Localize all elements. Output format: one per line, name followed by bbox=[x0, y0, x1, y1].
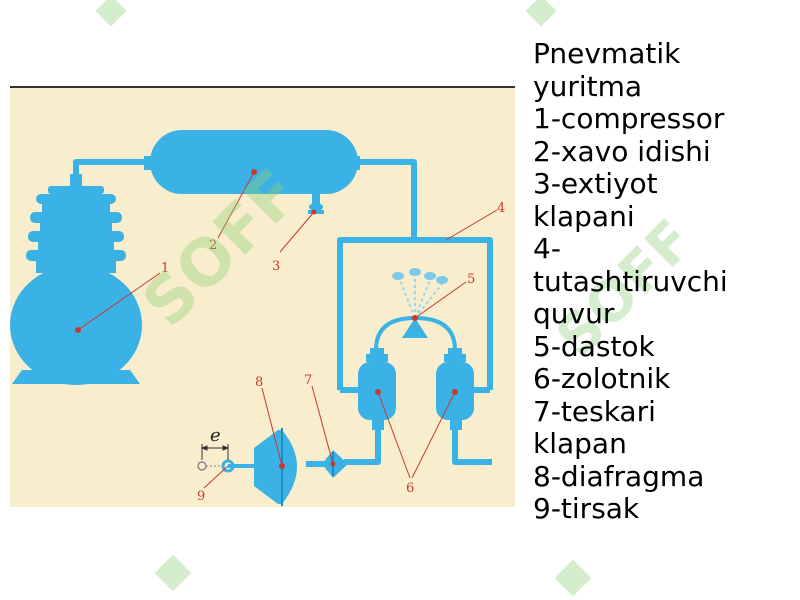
legend-line: 3-extiyot bbox=[533, 167, 658, 200]
legend-line: 1-compressor bbox=[533, 102, 725, 135]
elbow-joint bbox=[197, 459, 235, 473]
legend-line: tutashtiruvchi bbox=[533, 264, 728, 298]
callout-7: 7 bbox=[304, 373, 312, 388]
callout-4: 4 bbox=[497, 201, 505, 216]
callout-5: 5 bbox=[467, 272, 475, 287]
legend-text: Pnevmatik yuritma 1-compressor 2-xavo id… bbox=[533, 37, 795, 526]
control-handle bbox=[392, 268, 448, 338]
callout-8: 8 bbox=[255, 375, 263, 390]
callout-6: 6 bbox=[406, 481, 414, 496]
legend-line: klapani bbox=[533, 199, 635, 233]
callout-leaders bbox=[75, 169, 498, 489]
legend-line: klapan bbox=[533, 427, 627, 460]
legend-line: 5-dastok bbox=[533, 329, 655, 363]
callout-2: 2 bbox=[209, 238, 217, 253]
callout-1: 1 bbox=[161, 261, 169, 276]
dimension-e bbox=[200, 444, 230, 460]
compressor bbox=[10, 174, 142, 385]
legend-line: 8-diafragma bbox=[533, 459, 705, 493]
air-receiver bbox=[144, 130, 360, 194]
diaphragm-chamber bbox=[254, 428, 297, 506]
legend-line: 2-xavo idishi bbox=[533, 134, 711, 168]
callout-3: 3 bbox=[272, 259, 280, 274]
callout-9: 9 bbox=[197, 489, 205, 504]
legend-line: 9-tirsak bbox=[533, 492, 640, 525]
legend-line: 4- bbox=[533, 232, 561, 265]
legend-line: 6-zolotnik bbox=[533, 362, 671, 395]
dimension-e-label: e bbox=[210, 425, 221, 446]
legend-line: 7-teskari bbox=[533, 394, 656, 428]
legend-line: quvur bbox=[533, 297, 615, 330]
legend-line: Pnevmatik bbox=[533, 37, 681, 70]
legend-line: yuritma bbox=[533, 69, 643, 103]
